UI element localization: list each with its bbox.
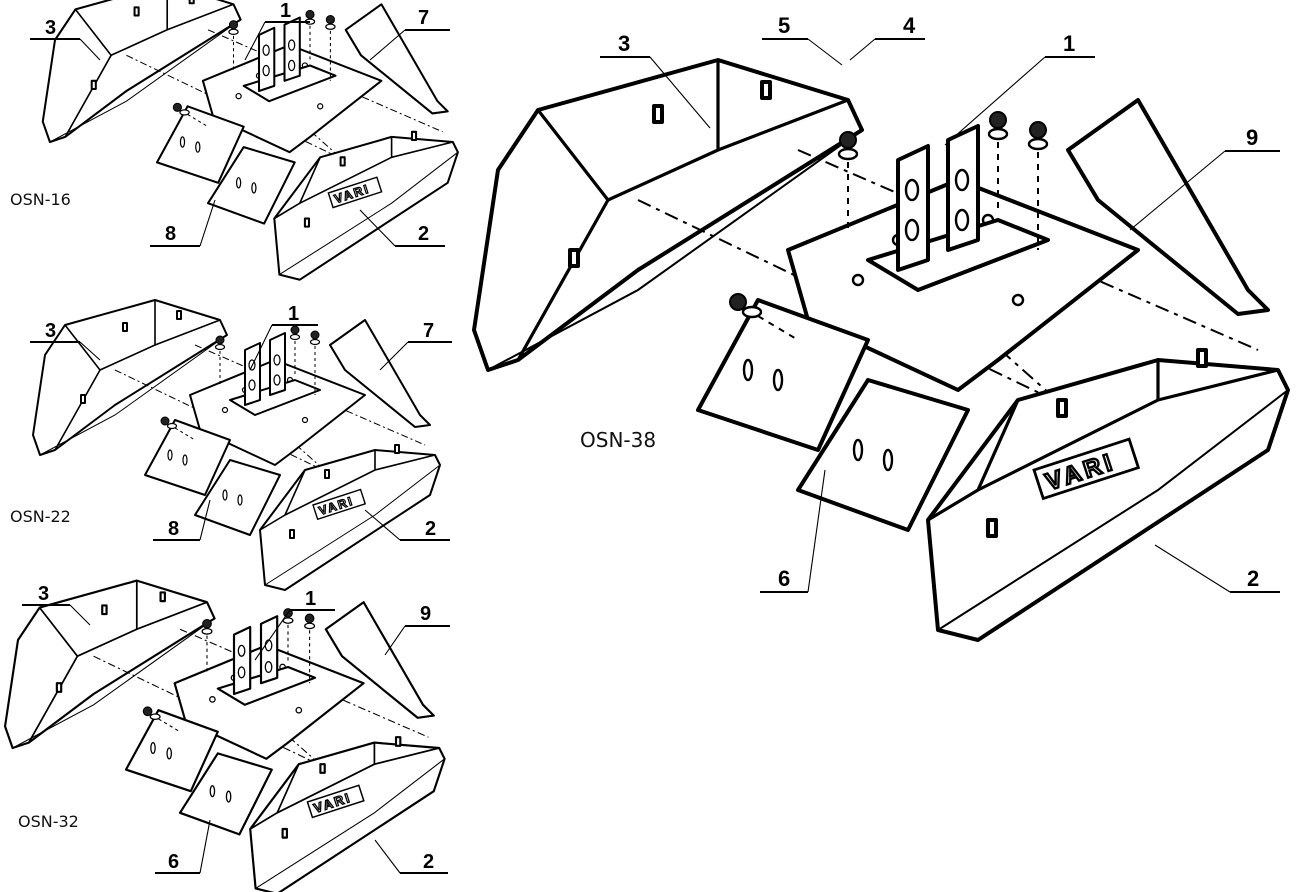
callout-6: 6 [168,851,179,873]
model-label-osn-22: OSN-22 [10,507,71,526]
callout-6: 6 [778,566,790,591]
model-label-osn-38: OSN-38 [580,428,656,452]
callout-7: 7 [423,320,434,342]
assembly-osn-32: 3 1 9 6 2 OSN-32 [3,579,450,892]
callout-1: 1 [288,303,299,325]
callout-2: 2 [425,518,436,540]
callout-1: 1 [305,588,316,610]
callout-8: 8 [165,223,176,245]
callout-2: 2 [1247,566,1259,591]
model-label-osn-32: OSN-32 [18,812,79,831]
callout-3: 3 [45,320,56,342]
callout-7: 7 [418,7,429,29]
callout-1: 1 [1063,31,1075,56]
assembly-osn-16: 3 1 7 8 2 OSN-16 [10,0,459,281]
callout-3: 3 [618,31,630,56]
callout-4: 4 [903,13,916,38]
callout-8: 8 [168,518,179,540]
callout-3: 3 [38,583,49,605]
callout-9: 9 [1246,125,1258,150]
callout-9: 9 [420,603,431,625]
callout-1: 1 [280,0,291,22]
callout-5: 5 [778,13,790,38]
callout-3: 3 [45,17,56,39]
model-label-osn-16: OSN-16 [10,190,71,209]
callout-2: 2 [423,851,434,873]
assembly-osn-38: 3 5 4 1 9 6 2 OSN-38 [472,13,1290,642]
assembly-osn-22: 3 1 7 8 2 OSN-22 [10,299,452,591]
callout-2: 2 [418,223,429,245]
